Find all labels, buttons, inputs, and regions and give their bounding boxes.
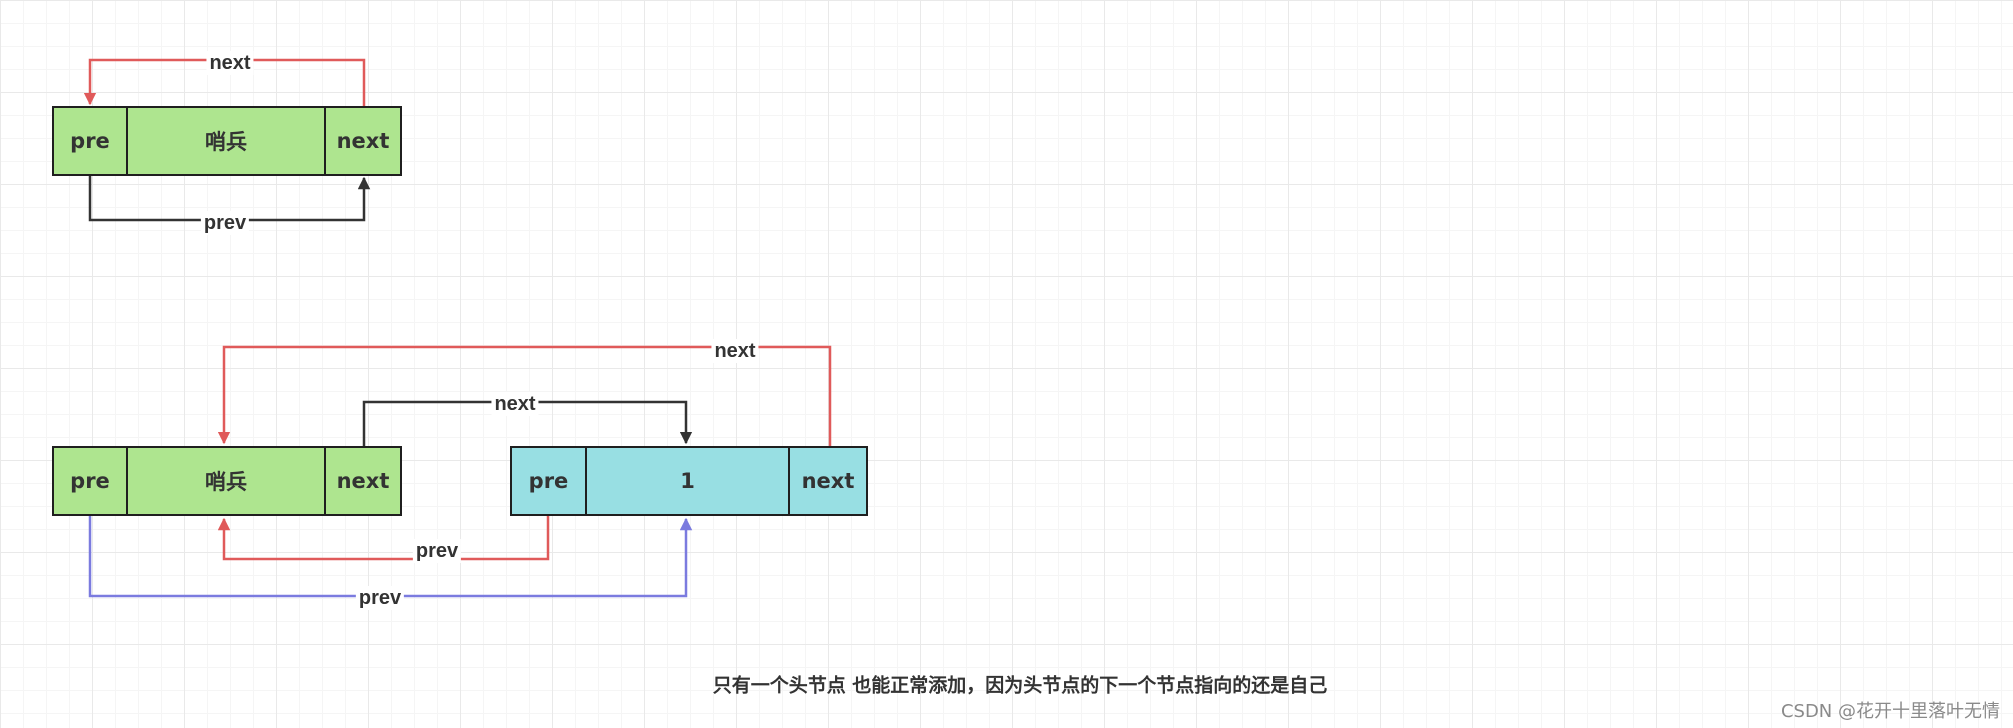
d2-head-next-cell: next: [324, 446, 402, 516]
d1-next-cell: next: [324, 106, 402, 176]
d2-next-outer-arrow: [217, 345, 832, 446]
d2-node1-next-cell: next: [788, 446, 868, 516]
d2-node1-pre-cell: pre: [510, 446, 587, 516]
d2-next-outer-label: next: [711, 339, 759, 363]
watermark: CSDN @花开十里落叶无情: [1780, 701, 2000, 722]
diagram-caption: 只有一个头节点 也能正常添加，因为头节点的下一个节点指向的还是自己: [712, 674, 1328, 697]
d2-prev-red-label: prev: [412, 539, 462, 563]
d1-sentinel-cell: 哨兵: [126, 106, 326, 176]
d1-next-label: next: [206, 51, 254, 75]
d2-next-inner-label: next: [491, 392, 539, 416]
d2-head-pre-cell: pre: [52, 446, 128, 516]
d2-prev-blue-label: prev: [355, 586, 405, 610]
d1-prev-label: prev: [200, 211, 250, 235]
d2-prev-red-arrow: [217, 516, 550, 561]
d2-prev-blue-arrow: [88, 516, 693, 598]
d2-node1-value-cell: 1: [585, 446, 790, 516]
d2-head-sentinel-cell: 哨兵: [126, 446, 326, 516]
d1-pre-cell: pre: [52, 106, 128, 176]
